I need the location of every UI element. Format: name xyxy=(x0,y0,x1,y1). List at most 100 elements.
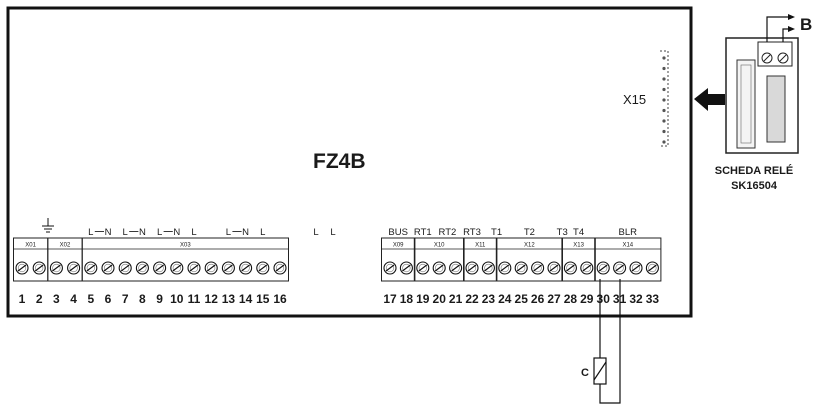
terminal-number: 5 xyxy=(87,292,94,306)
signal-label: N xyxy=(105,227,112,238)
terminal-screw-12 xyxy=(204,261,218,275)
terminal-screw-15 xyxy=(256,261,270,275)
terminal-number: 1 xyxy=(19,292,26,306)
terminal-number: 17 xyxy=(383,292,397,306)
terminal-number: 25 xyxy=(515,292,529,306)
board-outline xyxy=(6,6,693,318)
connector-pin xyxy=(662,56,666,60)
terminal-screw-31 xyxy=(613,261,627,275)
connector-pin xyxy=(662,98,666,102)
signal-label: L xyxy=(260,227,265,238)
terminal-number: 19 xyxy=(416,292,430,306)
terminal-screw-27 xyxy=(547,261,561,275)
signal-label: N xyxy=(173,227,180,238)
terminal-block-x14 xyxy=(594,237,662,282)
board-title: FZ4B xyxy=(313,150,366,173)
terminal-block-x12 xyxy=(495,237,563,282)
relay-title-line1: SCHEDA RELÉ xyxy=(715,164,793,177)
terminal-screw-33 xyxy=(645,261,659,275)
terminal-screw-22 xyxy=(465,261,479,275)
connector-pin xyxy=(662,119,666,123)
terminal-screw-30 xyxy=(596,261,610,275)
terminal-screw-16 xyxy=(273,261,287,275)
terminal-block-label: X13 xyxy=(573,243,584,249)
terminal-number: 21 xyxy=(449,292,463,306)
terminal-number: 30 xyxy=(597,292,611,306)
terminal-screw-5 xyxy=(84,261,98,275)
terminal-number: 15 xyxy=(256,292,270,306)
signal-label: BUS xyxy=(388,227,408,238)
signal-label: L xyxy=(191,227,196,238)
terminal-screw-20 xyxy=(432,261,446,275)
terminal-number: 22 xyxy=(465,292,479,306)
relay-output-label: B xyxy=(800,15,812,34)
signal-label: L xyxy=(88,227,93,238)
terminal-number: 20 xyxy=(433,292,447,306)
terminal-block-label: X03 xyxy=(180,243,191,249)
terminal-number: 16 xyxy=(273,292,287,306)
terminal-screw-19 xyxy=(416,261,430,275)
terminal-block-x03 xyxy=(81,237,289,282)
terminal-number: 3 xyxy=(53,292,60,306)
signal-label: T3 xyxy=(557,227,568,238)
terminal-number: 10 xyxy=(170,292,184,306)
signal-label: T1 xyxy=(491,227,502,238)
ground-icon xyxy=(42,218,54,233)
terminal-block-label: X12 xyxy=(524,243,535,249)
terminal-number: 26 xyxy=(531,292,545,306)
terminal-number: 7 xyxy=(122,292,129,306)
terminal-screw-9 xyxy=(153,261,167,275)
terminal-screw-6 xyxy=(101,261,115,275)
terminal-block-label: X02 xyxy=(60,243,71,249)
terminal-screw-8 xyxy=(135,261,149,275)
signal-label: T4 xyxy=(573,227,584,238)
terminal-screw-4 xyxy=(67,261,81,275)
signal-label: N xyxy=(139,227,146,238)
terminal-screw-28 xyxy=(563,261,577,275)
connector-pin xyxy=(662,140,666,144)
signal-label: L xyxy=(226,227,231,238)
signal-label: T2 xyxy=(524,227,535,238)
terminal-block-x09 xyxy=(381,237,416,282)
terminal-screw-10 xyxy=(170,261,184,275)
terminal-screw-18 xyxy=(399,261,413,275)
terminal-screw-29 xyxy=(580,261,594,275)
signal-label: L xyxy=(123,227,128,238)
free-label-l-2: L xyxy=(330,227,335,238)
terminal-number: 28 xyxy=(564,292,578,306)
sensor-c xyxy=(593,279,621,404)
terminal-screw-17 xyxy=(383,261,397,275)
terminal-block-label: X01 xyxy=(25,243,36,249)
signal-label: RT1 xyxy=(414,227,432,238)
terminal-screw-23 xyxy=(481,261,495,275)
terminal-screw-11 xyxy=(187,261,201,275)
terminal-screw-14 xyxy=(239,261,253,275)
terminal-number: 32 xyxy=(629,292,643,306)
connector-x15-label: X15 xyxy=(623,92,646,107)
terminal-number: 24 xyxy=(498,292,512,306)
connector-x15 xyxy=(660,50,669,147)
sensor-c-label: C xyxy=(581,367,589,379)
terminal-number: 18 xyxy=(400,292,414,306)
relay-title-line2: SK16504 xyxy=(731,180,778,192)
terminal-number: 33 xyxy=(646,292,660,306)
terminal-number: 13 xyxy=(222,292,236,306)
terminal-screw-2 xyxy=(32,261,46,275)
signal-label: BLR xyxy=(619,227,638,238)
signal-label: RT3 xyxy=(463,227,481,238)
connector-pin xyxy=(662,66,666,71)
terminal-number: 12 xyxy=(205,292,219,306)
terminal-screw-25 xyxy=(514,261,528,275)
connector-pin xyxy=(662,108,666,113)
connector-pin xyxy=(662,87,666,92)
signal-label: N xyxy=(242,227,249,238)
arrow-left-icon xyxy=(694,88,725,111)
terminal-screw-32 xyxy=(629,261,643,275)
terminal-block-label: X11 xyxy=(475,243,486,249)
relay-board xyxy=(725,14,799,154)
terminal-number: 14 xyxy=(239,292,253,306)
terminal-block-x10 xyxy=(413,237,465,282)
terminal-number: 2 xyxy=(36,292,43,306)
connector-pin xyxy=(662,129,666,134)
